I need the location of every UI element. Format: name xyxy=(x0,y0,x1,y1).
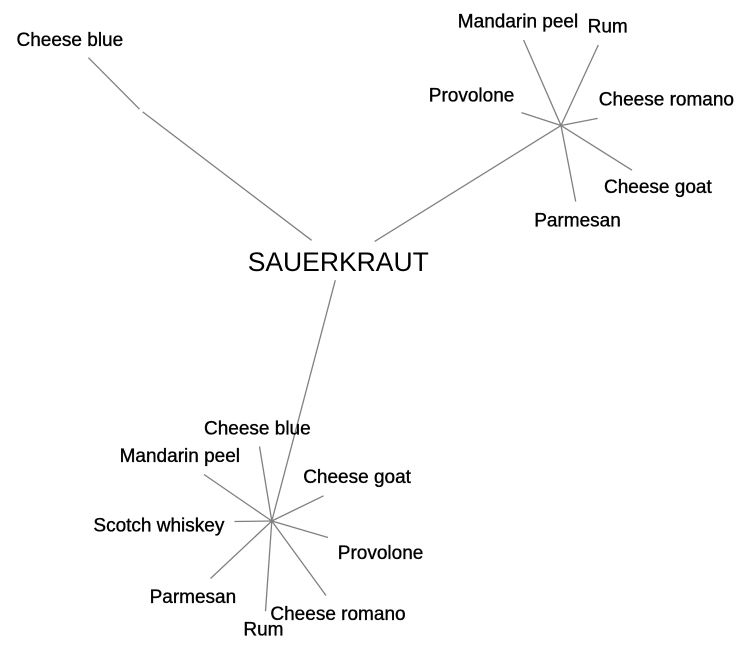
svg-text:Provolone: Provolone xyxy=(338,543,424,564)
svg-text:Cheese goat: Cheese goat xyxy=(303,467,411,488)
svg-text:SAUERKRAUT: SAUERKRAUT xyxy=(248,247,429,277)
svg-text:Parmesan: Parmesan xyxy=(534,210,621,231)
svg-text:Cheese goat: Cheese goat xyxy=(604,177,712,198)
svg-text:Mandarin peel: Mandarin peel xyxy=(120,446,240,467)
svg-text:Cheese romano: Cheese romano xyxy=(270,604,405,625)
svg-text:Scotch whiskey: Scotch whiskey xyxy=(93,516,224,537)
svg-text:Mandarin peel: Mandarin peel xyxy=(458,12,578,33)
svg-text:Rum: Rum xyxy=(243,619,283,640)
svg-text:Cheese blue: Cheese blue xyxy=(17,30,124,51)
svg-text:Parmesan: Parmesan xyxy=(150,587,237,608)
svg-text:Cheese blue: Cheese blue xyxy=(204,418,311,439)
svg-text:Provolone: Provolone xyxy=(429,86,515,107)
svg-text:Rum: Rum xyxy=(588,17,628,38)
svg-text:Cheese romano: Cheese romano xyxy=(599,89,734,110)
